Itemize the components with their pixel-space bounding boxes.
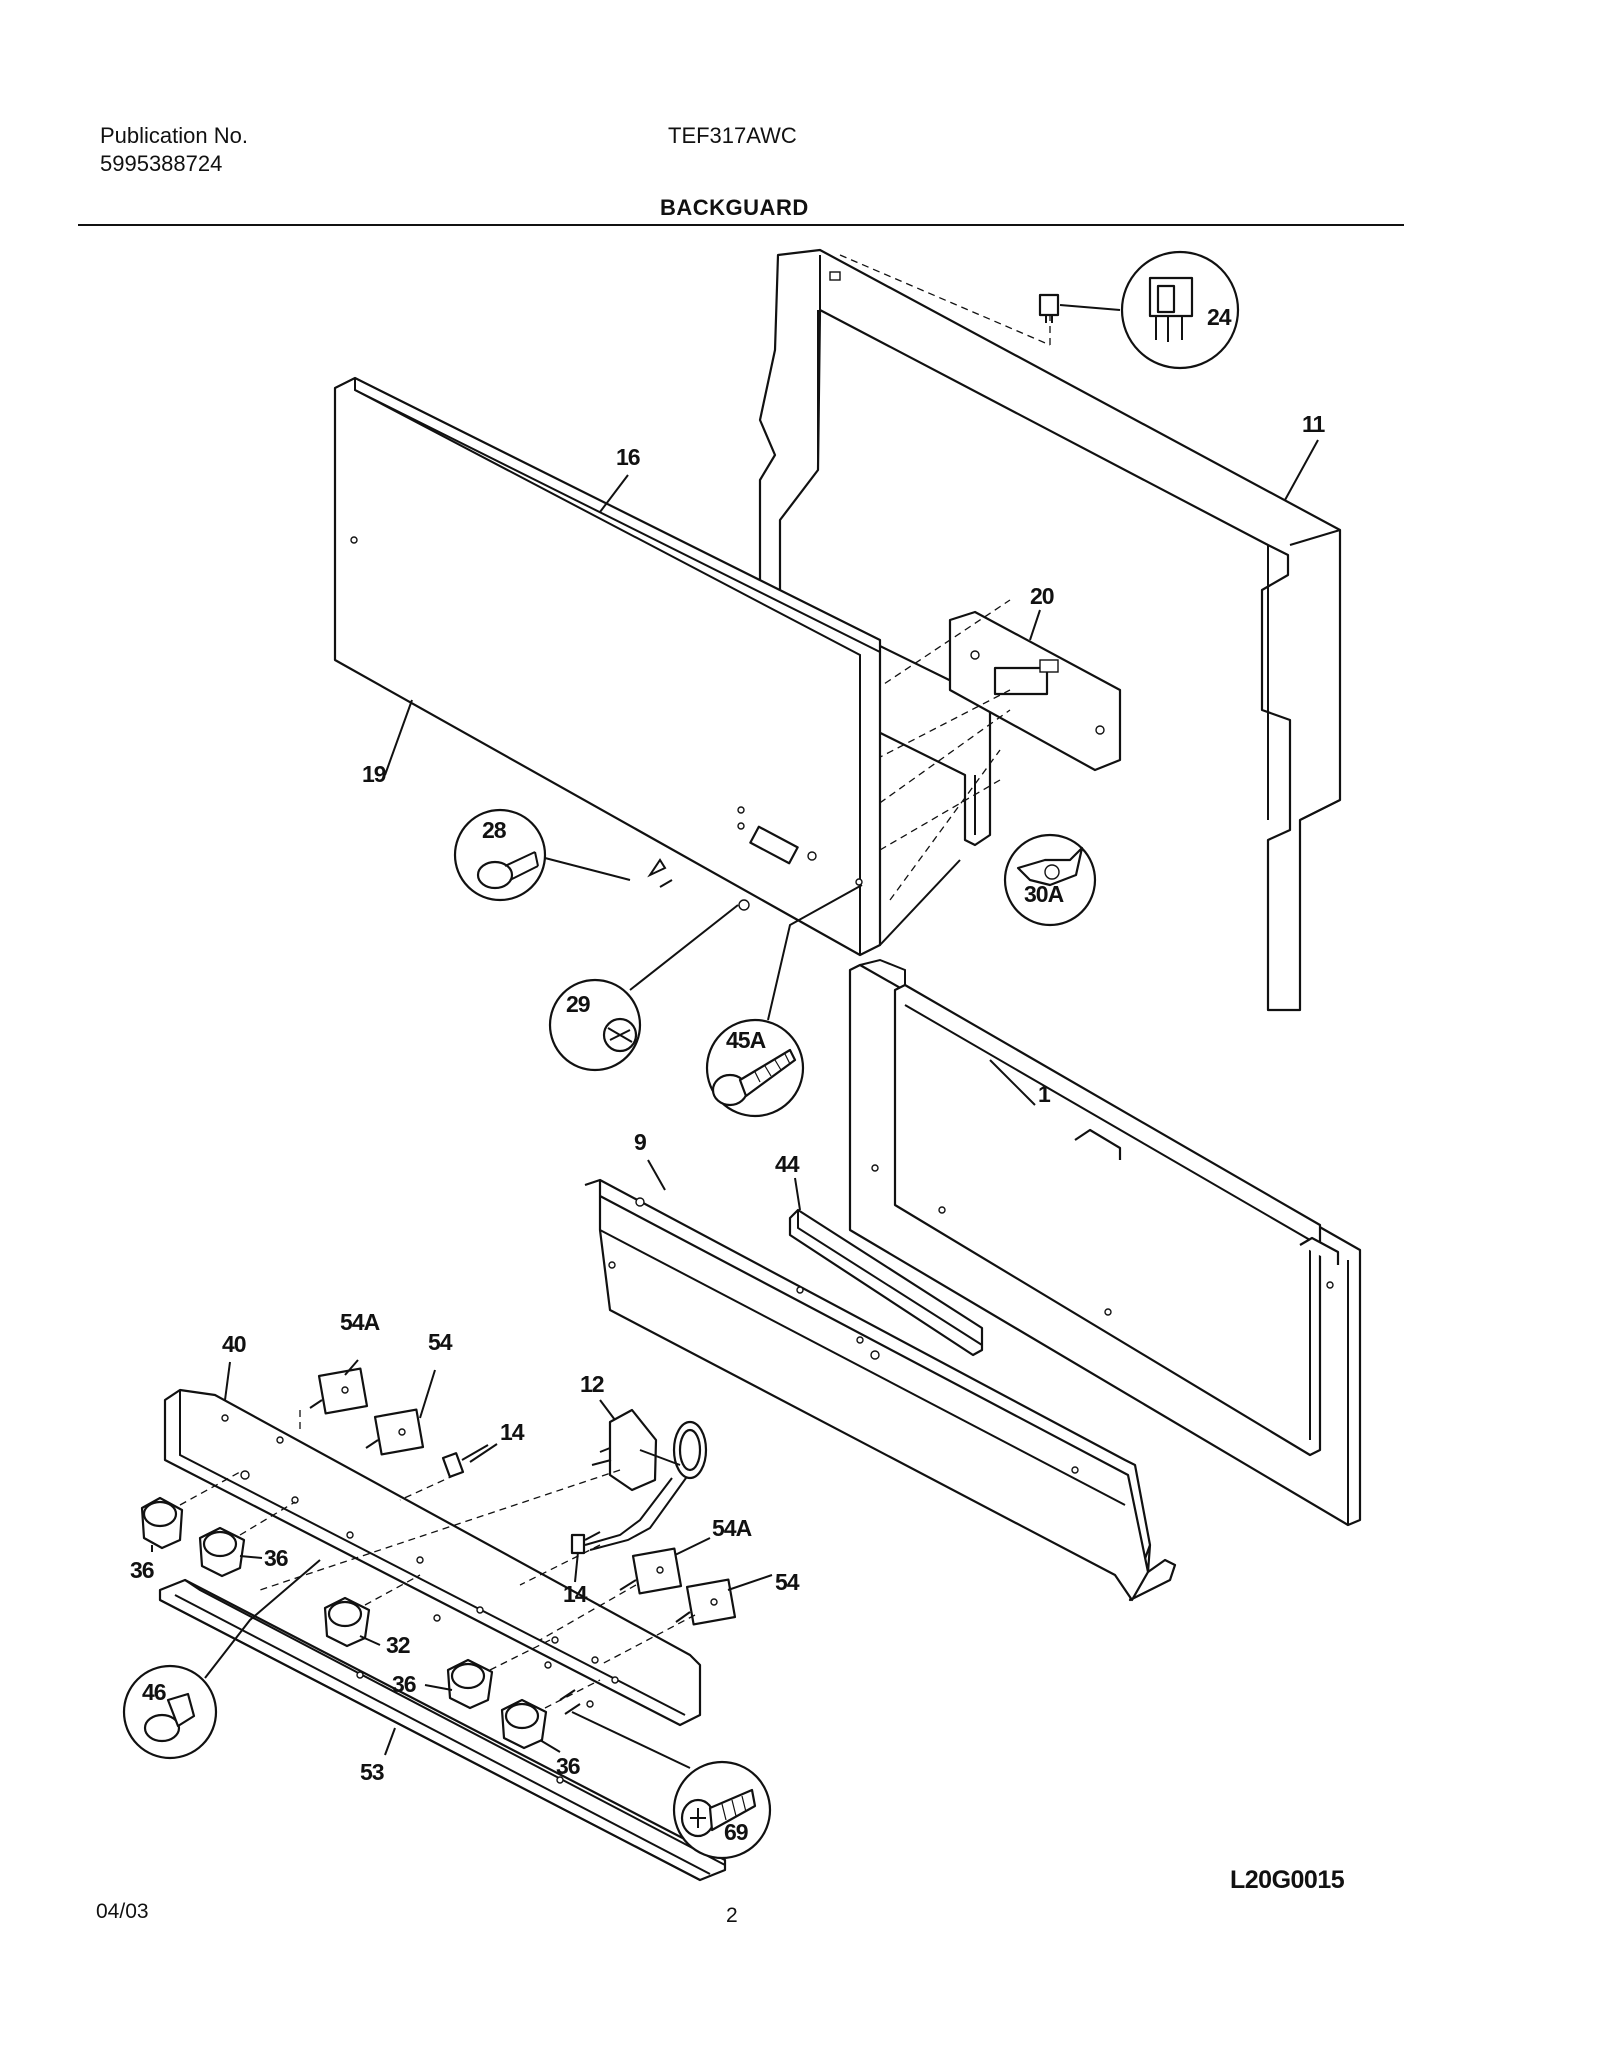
- knob-36-third-part: [446, 1658, 494, 1710]
- callout-36-fourth: 36: [556, 1753, 580, 1779]
- callout-54a-upper: 54A: [340, 1309, 380, 1335]
- trim-screw-part: [453, 808, 673, 902]
- callout-45a: 45A: [726, 1027, 766, 1053]
- callout-20: 20: [1030, 583, 1054, 609]
- plug-button-part: [122, 1559, 321, 1760]
- section-title: BACKGUARD: [660, 195, 809, 220]
- console-panel-part: [163, 1388, 702, 1727]
- callout-11: 11: [1302, 411, 1326, 437]
- rear-panel-part: [848, 958, 1362, 1527]
- panel-screw-part: [705, 884, 863, 1118]
- callout-9: 9: [634, 1129, 646, 1155]
- publication-number: 5995388724: [100, 151, 223, 176]
- callout-24: 24: [1207, 304, 1232, 330]
- callout-54a-lower: 54A: [712, 1515, 752, 1541]
- console-screw-part: [559, 1689, 772, 1860]
- callout-32: 32: [386, 1632, 410, 1658]
- callout-1: 1: [1038, 1081, 1051, 1107]
- callout-53: 53: [360, 1759, 384, 1785]
- page-number: 2: [726, 1904, 738, 1927]
- callout-36-third: 36: [392, 1671, 416, 1697]
- rocker-switch-part: [1038, 250, 1240, 370]
- switch-mount-line: [839, 254, 1051, 346]
- infinite-switch-upper-right-part: [365, 1408, 425, 1456]
- knob-32-part: [323, 1596, 371, 1648]
- lower-shield-part: [584, 1178, 1177, 1602]
- footer-date: 04/03: [96, 1900, 149, 1923]
- wing-nut-part: [1003, 833, 1097, 927]
- header-rule: [78, 224, 1404, 226]
- thermostat-part: [584, 1408, 708, 1551]
- callout-69: 69: [724, 1819, 748, 1845]
- knob-36-second-part: [198, 1526, 246, 1578]
- bottom-trim-part: [158, 1578, 727, 1882]
- callout-29: 29: [566, 991, 590, 1017]
- timer-bracket-part: [948, 610, 1122, 772]
- callout-46: 46: [142, 1679, 166, 1705]
- infinite-switch-upper-part: [309, 1367, 369, 1415]
- callout-14-upper: 14: [500, 1419, 525, 1445]
- control-panel-face-part: [333, 376, 961, 957]
- callout-36-second: 36: [264, 1545, 288, 1571]
- callout-28: 28: [482, 817, 507, 843]
- infinite-switch-lower-right-part: [675, 1578, 737, 1626]
- callout-14-lower: 14: [563, 1581, 588, 1607]
- infinite-switch-lower-part: [619, 1547, 683, 1595]
- callout-40: 40: [222, 1331, 246, 1357]
- terminal-block-upper-part: [441, 1444, 489, 1478]
- callout-36-left: 36: [130, 1557, 154, 1583]
- seal-strip-part: [788, 1208, 984, 1357]
- model-number: TEF317AWC: [668, 123, 797, 148]
- callout-30a: 30A: [1024, 881, 1064, 907]
- drawing-code: L20G0015: [1230, 1866, 1345, 1894]
- knob-36-left-part: [140, 1496, 184, 1550]
- callout-54-lower: 54: [775, 1569, 800, 1595]
- callout-54-upper: 54: [428, 1329, 453, 1355]
- panel-nut-part: [548, 899, 750, 1072]
- knob-36-fourth-part: [500, 1698, 548, 1750]
- publication-label: Publication No.: [100, 123, 248, 148]
- callout-44: 44: [775, 1151, 800, 1177]
- callout-16: 16: [616, 444, 640, 470]
- callout-12: 12: [580, 1371, 604, 1397]
- callout-19: 19: [362, 761, 386, 787]
